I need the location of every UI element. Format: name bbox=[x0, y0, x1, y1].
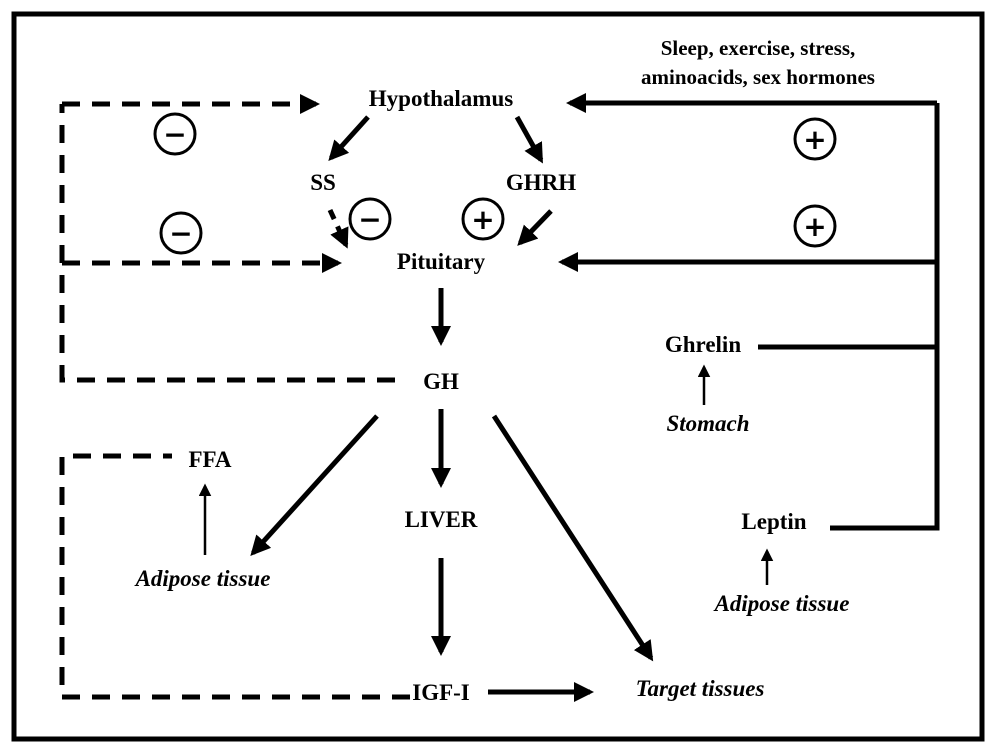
plus-sign-pituitary-stimuli: + bbox=[793, 204, 837, 248]
minus-sign-hypothalamus: − bbox=[153, 112, 197, 156]
minus-sign-pituitary: − bbox=[159, 211, 203, 255]
svg-text:+: + bbox=[803, 210, 826, 243]
stimuli-label-line1: Sleep, exercise, stress, bbox=[661, 36, 856, 60]
plus-sign-ghrh: + bbox=[461, 197, 505, 241]
igf1-label: IGF-I bbox=[412, 680, 470, 705]
svg-text:+: + bbox=[803, 123, 826, 156]
svg-text:−: − bbox=[163, 118, 186, 151]
arrow-gh-to-target-tissues bbox=[491, 414, 654, 662]
target-tissues-label: Target tissues bbox=[636, 676, 765, 701]
ss-label: SS bbox=[310, 170, 336, 195]
arrow-hypothalamus-to-ss bbox=[328, 115, 370, 161]
feedback-igf1-loop bbox=[59, 453, 410, 700]
minus-sign-ss: − bbox=[348, 197, 392, 241]
arrow-gh-to-adipose-tissue bbox=[250, 414, 379, 556]
feedback-gh-loop bbox=[59, 104, 395, 383]
ghrh-label: GHRH bbox=[506, 170, 576, 195]
leptin-label: Leptin bbox=[741, 509, 806, 534]
ffa-label: FFA bbox=[188, 447, 231, 472]
liver-label: LIVER bbox=[405, 507, 478, 532]
leptin-connector bbox=[830, 103, 940, 531]
stimuli-label-line2: aminoacids, sex hormones bbox=[641, 65, 875, 89]
gh-label: GH bbox=[423, 369, 459, 394]
arrow-ghrh-to-pituitary bbox=[517, 209, 553, 246]
hypothalamus-label: Hypothalamus bbox=[369, 86, 513, 111]
pituitary-label: Pituitary bbox=[397, 249, 486, 274]
adipose-tissue-right-label: Adipose tissue bbox=[713, 591, 850, 616]
adipose-tissue-left-label: Adipose tissue bbox=[134, 566, 271, 591]
arrow-hypothalamus-to-ghrh bbox=[514, 115, 544, 164]
svg-text:−: − bbox=[169, 217, 192, 250]
stomach-label: Stomach bbox=[666, 411, 749, 436]
arrow-ss-to-pituitary bbox=[327, 208, 349, 249]
svg-text:−: − bbox=[358, 203, 381, 236]
svg-text:+: + bbox=[471, 203, 494, 236]
ghrelin-label: Ghrelin bbox=[665, 332, 741, 357]
plus-sign-hypothalamus-stimuli: + bbox=[793, 117, 837, 161]
